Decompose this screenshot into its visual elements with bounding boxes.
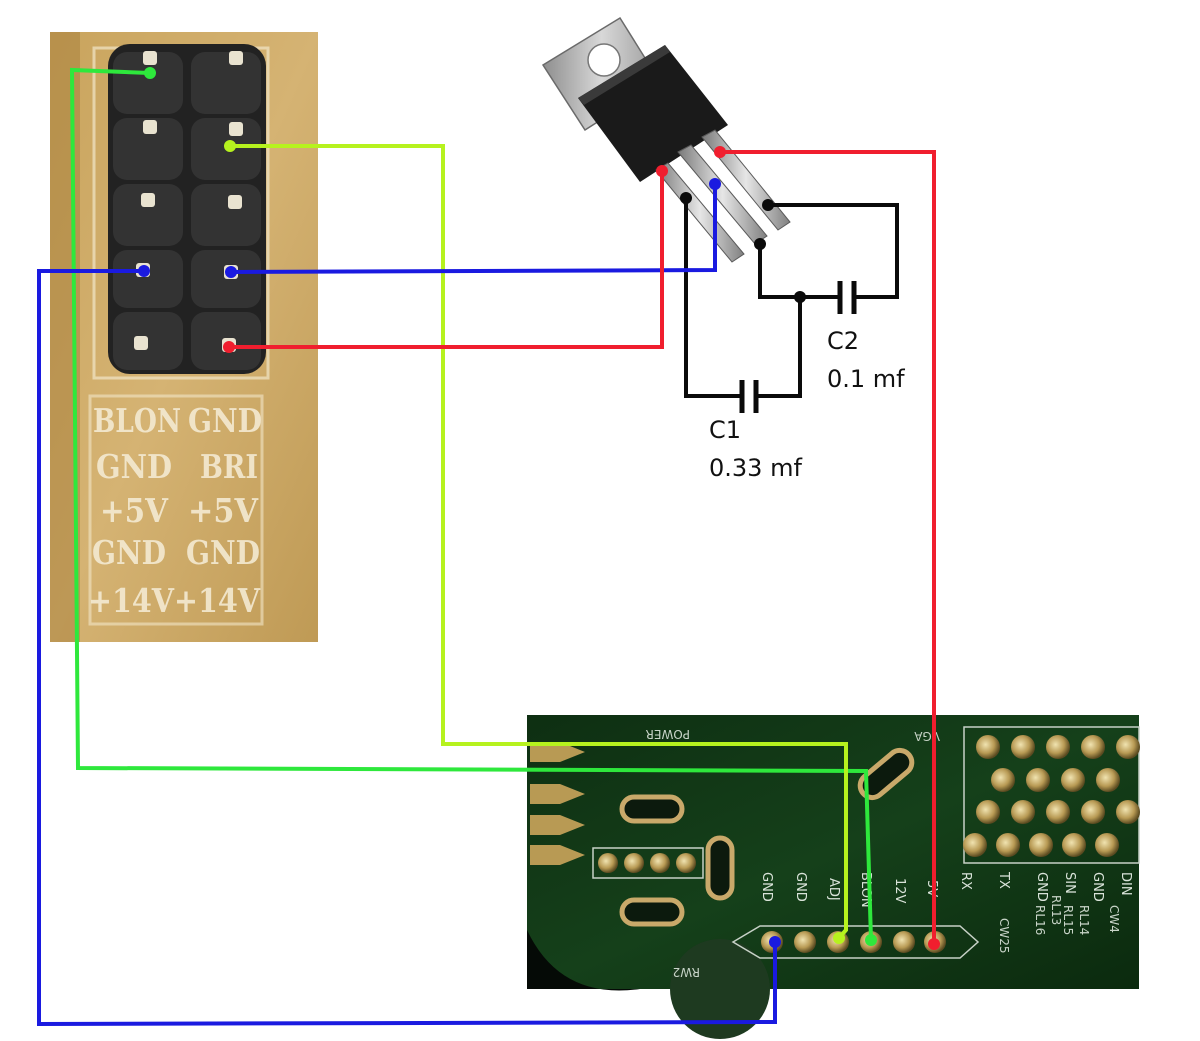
- board-oval-2: [705, 835, 735, 901]
- c1-right-wire: [758, 297, 802, 398]
- board-oval-4: [857, 747, 915, 801]
- board-label-din: DIN: [1118, 872, 1133, 896]
- silk-r3-left: +5V: [100, 491, 169, 530]
- right-pad-grid: [963, 735, 1140, 857]
- board-label-gnd-4: GND: [1090, 872, 1105, 902]
- junction-left-leg: [680, 192, 692, 204]
- board-label-cw4: CW4: [1107, 905, 1121, 933]
- pad-grid-outline: [963, 726, 1140, 864]
- c2-right-wire: [768, 203, 899, 299]
- capacitor-c1-symbol: [739, 380, 759, 413]
- voltage-regulator: [541, 16, 791, 263]
- header-strip-labels: GND GND ADJ BLON 12V 5V: [759, 872, 939, 908]
- board-label-tx: TX: [996, 871, 1011, 889]
- junction-ground-node: [794, 291, 806, 303]
- silk-r3-right: +5V: [188, 491, 259, 530]
- dot-red-connector: [223, 341, 235, 353]
- left-spike-pins: [530, 742, 585, 865]
- board-label-gnd-1: GND: [759, 872, 774, 902]
- c2-name: C2: [827, 327, 859, 355]
- c2-left-wire: [758, 244, 838, 299]
- silkscreen-labels: BLON GND GND BRI +5V +5V GND GND +14V +1…: [88, 401, 262, 620]
- silk-r5-right: +14V: [174, 581, 261, 620]
- board-label-cw25: CW25: [997, 918, 1011, 954]
- wires: [37, 67, 936, 1027]
- dot-red-board-5v: [928, 938, 940, 950]
- dot-blue-regulator: [709, 178, 721, 190]
- board-label-5v: 5V: [924, 880, 939, 897]
- wire-red-output: [720, 150, 936, 944]
- capacitor-c2-symbol: [837, 281, 857, 314]
- silk-r5-left: +14V: [88, 581, 175, 620]
- silkscreen-label-box: [88, 394, 264, 626]
- wire-blue-regulator: [230, 183, 717, 274]
- dot-blue-board-gnd: [769, 936, 781, 948]
- board-label-gnd-2: GND: [793, 872, 808, 902]
- capacitor-labels: C1 0.33 mf C2 0.1 mf: [709, 327, 905, 482]
- board-label-rl15: RL15: [1061, 905, 1075, 935]
- board-label-power: POWER: [646, 727, 690, 741]
- silk-r2-right: BRI: [200, 447, 258, 486]
- c2-value: 0.1 mf: [827, 365, 905, 393]
- power-connector-photo: BLON GND GND BRI +5V +5V GND GND +14V +1…: [50, 32, 318, 642]
- regulator-leg-1: [655, 162, 745, 263]
- board-label-rl16: RL16: [1033, 905, 1047, 935]
- board-label-sin: SIN: [1062, 872, 1077, 894]
- board-oval-1: [619, 794, 685, 824]
- junction-middle-leg: [754, 238, 766, 250]
- capacitor-circuit: [684, 198, 899, 398]
- wire-red-input: [229, 171, 664, 349]
- dot-blue-connector-left: [138, 265, 150, 277]
- circuit-junction-dots: [680, 192, 806, 303]
- dot-red-regulator-output: [714, 146, 726, 158]
- dot-green-connector: [144, 67, 156, 79]
- board-label-gnd-3: GND: [1034, 872, 1049, 902]
- board-oval-3: [619, 897, 685, 927]
- board-label-adj: ADJ: [826, 878, 841, 901]
- controller-board-photo: GND GND ADJ BLON 12V 5V RX TX GND SIN GN…: [527, 715, 1140, 1039]
- wire-green-blon: [69, 67, 873, 941]
- junction-right-leg: [762, 199, 774, 211]
- regulator-body-top: [578, 45, 670, 105]
- header-strip-outline: [731, 925, 980, 959]
- small-pad-row: [598, 853, 696, 873]
- board-label-rx: RX: [958, 872, 973, 890]
- right-area-labels: RX TX GND SIN GND DIN RL13 RL14 RL15 RL1…: [958, 871, 1133, 954]
- wire-endpoint-dots: [138, 67, 940, 950]
- board-label-rw2: RW2: [673, 965, 700, 979]
- regulator-mounting-hole: [587, 43, 621, 77]
- wire-blue-board: [37, 269, 777, 1027]
- board-round-part: [670, 939, 770, 1039]
- silk-r4-left: GND: [92, 533, 166, 572]
- board-label-vga: VGA: [913, 729, 940, 743]
- dot-blue-connector-right: [225, 266, 237, 278]
- board-label-12v: 12V: [892, 878, 907, 904]
- header-cells: [113, 52, 261, 370]
- board-shadow: [527, 930, 640, 991]
- silk-r2-left: GND: [96, 447, 172, 486]
- pad-row-outline: [592, 847, 704, 879]
- dot-red-regulator-input: [656, 165, 668, 177]
- wire-lime-adj: [230, 144, 848, 940]
- board-label-rl13: RL13: [1049, 895, 1063, 925]
- silk-r1-left: BLON: [93, 401, 181, 440]
- dot-lime-board-adj: [833, 932, 845, 944]
- dot-green-board-blon: [865, 934, 877, 946]
- regulator-leg-2: [677, 144, 768, 245]
- board-label-rl14: RL14: [1077, 905, 1091, 935]
- c1-left-wire: [684, 198, 740, 398]
- silk-r4-right: GND: [186, 533, 260, 572]
- c1-name: C1: [709, 416, 741, 444]
- silk-r1-right: GND: [188, 401, 262, 440]
- dot-lime-connector: [224, 140, 236, 152]
- c1-value: 0.33 mf: [709, 454, 802, 482]
